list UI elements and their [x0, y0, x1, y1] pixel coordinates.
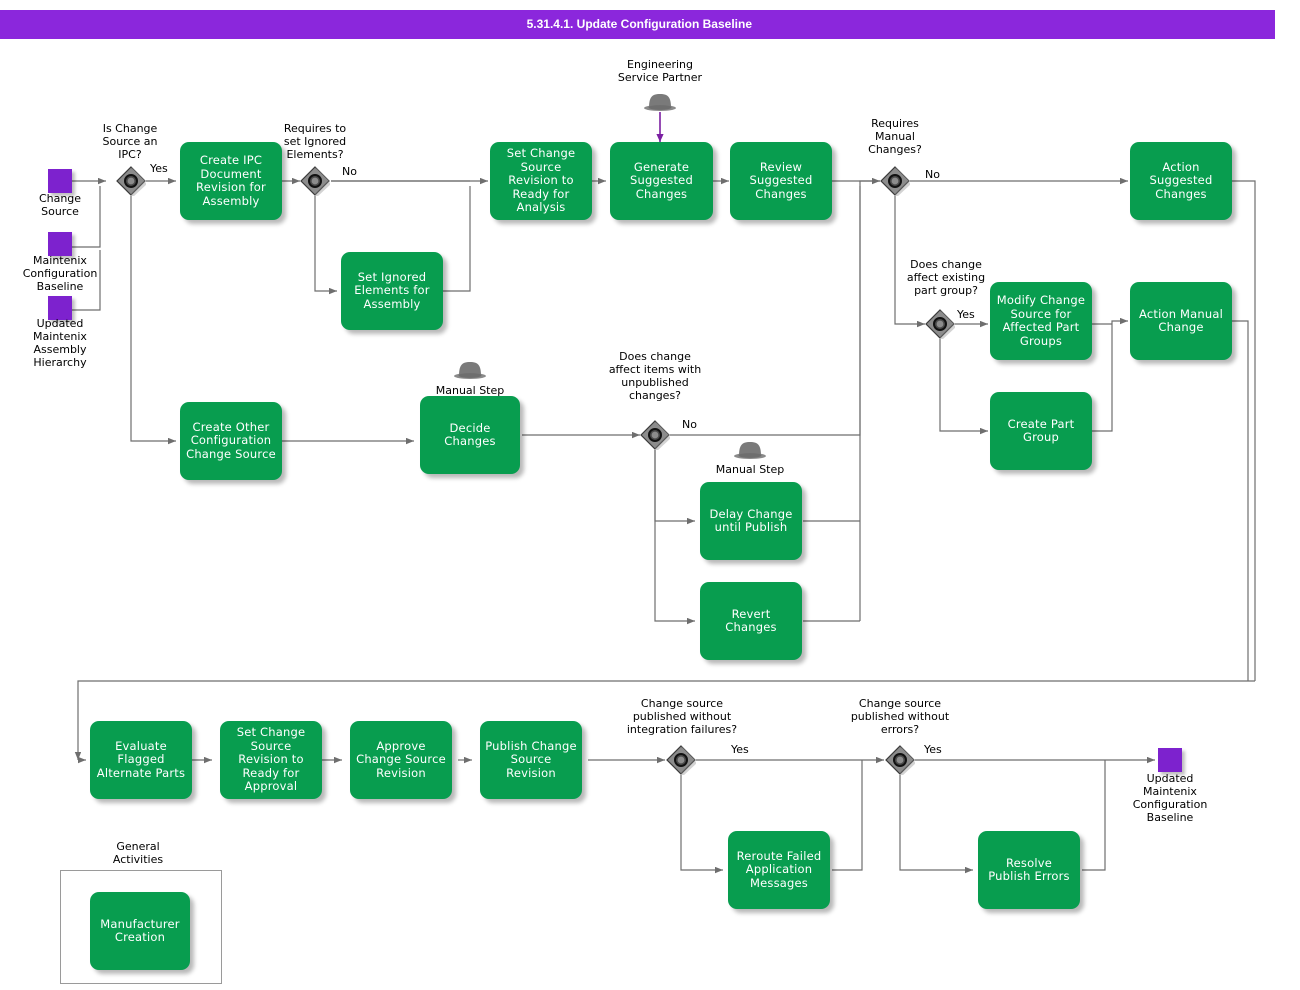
data-object-updated-maintenix-configuration-baseline-label: Updated Maintenix Configuration Baseline — [1132, 772, 1208, 824]
gateway-change-source-published-without-errors-branch-label: Yes — [924, 743, 942, 756]
gateway-does-change-affect-existing-part-group[interactable] — [925, 309, 955, 339]
gateway-does-change-affect-existing-part-group-question: Does change affect existing part group? — [906, 258, 986, 297]
task-action-suggested-changes[interactable]: Action Suggested Changes — [1130, 142, 1232, 220]
gateway-is-change-source-an-ipc-branch-label: Yes — [150, 162, 168, 175]
task-reroute-failed-application-messages[interactable]: Reroute Failed Application Messages — [728, 831, 830, 909]
task-set-change-source-revision-to-ready-for-analysis[interactable]: Set Change Source Revision to Ready for … — [490, 142, 592, 220]
task-action-manual-change[interactable]: Action Manual Change — [1130, 282, 1232, 360]
annotation-manual-step-delay-change-label: Manual Step — [715, 463, 785, 476]
task-create-ipc-document-revision[interactable]: Create IPC Document Revision for Assembl… — [180, 142, 282, 220]
task-set-change-source-revision-to-ready-for-approval[interactable]: Set Change Source Revision to Ready for … — [220, 721, 322, 799]
gateway-change-source-published-without-integration-failures[interactable] — [666, 745, 696, 775]
group-general-activities-label: General Activities — [112, 840, 164, 866]
task-resolve-publish-errors[interactable]: Resolve Publish Errors — [978, 831, 1080, 909]
task-create-other-configuration-change-source[interactable]: Create Other Configuration Change Source — [180, 402, 282, 480]
data-object-updated-maintenix-configuration-baseline — [1158, 748, 1182, 772]
task-evaluate-flagged-alternate-parts[interactable]: Evaluate Flagged Alternate Parts — [90, 721, 192, 799]
annotation-manual-step-decide-changes-label: Manual Step — [435, 384, 505, 397]
task-delay-change-until-publish[interactable]: Delay Change until Publish — [700, 482, 802, 560]
task-modify-change-source-for-affected-part-groups[interactable]: Modify Change Source for Affected Part G… — [990, 282, 1092, 360]
title-bar: 5.31.4.1. Update Configuration Baseline — [0, 10, 1275, 39]
gateway-is-change-source-an-ipc-question: Is Change Source an IPC? — [102, 122, 158, 161]
task-generate-suggested-changes[interactable]: Generate Suggested Changes — [610, 142, 713, 220]
gateway-requires-to-set-ignored-elements[interactable] — [300, 166, 330, 196]
gateway-does-change-affect-items-with-unpublished-changes-question: Does change affect items with unpublishe… — [608, 350, 702, 402]
gateway-requires-manual-changes-question: Requires Manual Changes? — [868, 117, 922, 156]
bowler-hat-icon-engineering-service-partner — [644, 94, 676, 111]
gateway-change-source-published-without-errors[interactable] — [885, 745, 915, 775]
data-object-maintenix-configuration-baseline-label: Maintenix Configuration Baseline — [22, 254, 98, 293]
gateway-does-change-affect-existing-part-group-branch-label: Yes — [957, 308, 975, 321]
gateway-change-source-published-without-integration-failures-branch-label: Yes — [731, 743, 749, 756]
task-set-ignored-elements-for-assembly[interactable]: Set Ignored Elements for Assembly — [341, 252, 443, 330]
data-object-updated-maintenix-assembly-hierarchy — [48, 296, 72, 320]
task-revert-changes[interactable]: Revert Changes — [700, 582, 802, 660]
task-create-part-group[interactable]: Create Part Group — [990, 392, 1092, 470]
gateway-does-change-affect-items-with-unpublished-changes-branch-label: No — [682, 418, 697, 431]
gateway-requires-to-set-ignored-elements-question: Requires to set Ignored Elements? — [283, 122, 347, 161]
gateway-change-source-published-without-integration-failures-question: Change source published without integrat… — [626, 697, 738, 736]
data-object-change-source-label: Change Source — [38, 192, 82, 218]
gateway-requires-manual-changes-branch-label: No — [925, 168, 940, 181]
bowler-hat-icon-manual-step-delay-change — [734, 442, 766, 459]
gateway-requires-to-set-ignored-elements-branch-label: No — [342, 165, 357, 178]
task-approve-change-source-revision[interactable]: Approve Change Source Revision — [350, 721, 452, 799]
gateway-requires-manual-changes[interactable] — [880, 166, 910, 196]
task-review-suggested-changes[interactable]: Review Suggested Changes — [730, 142, 832, 220]
annotation-engineering-service-partner-label: Engineering Service Partner — [617, 58, 703, 84]
task-manufacturer-creation[interactable]: Manufacturer Creation — [90, 892, 190, 970]
task-decide-changes[interactable]: Decide Changes — [420, 396, 520, 474]
bowler-hat-icon-manual-step-decide-changes — [454, 362, 486, 379]
task-publish-change-source-revision[interactable]: Publish Change Source Revision — [480, 721, 582, 799]
data-object-maintenix-configuration-baseline — [48, 232, 72, 256]
gateway-change-source-published-without-errors-question: Change source published without errors? — [850, 697, 950, 736]
gateway-is-change-source-an-ipc[interactable] — [116, 166, 146, 196]
data-object-change-source — [48, 169, 72, 193]
data-object-updated-maintenix-assembly-hierarchy-label: Updated Maintenix Assembly Hierarchy — [33, 317, 87, 369]
gateway-does-change-affect-items-with-unpublished-changes[interactable] — [640, 420, 670, 450]
page-title: 5.31.4.1. Update Configuration Baseline — [526, 17, 752, 31]
